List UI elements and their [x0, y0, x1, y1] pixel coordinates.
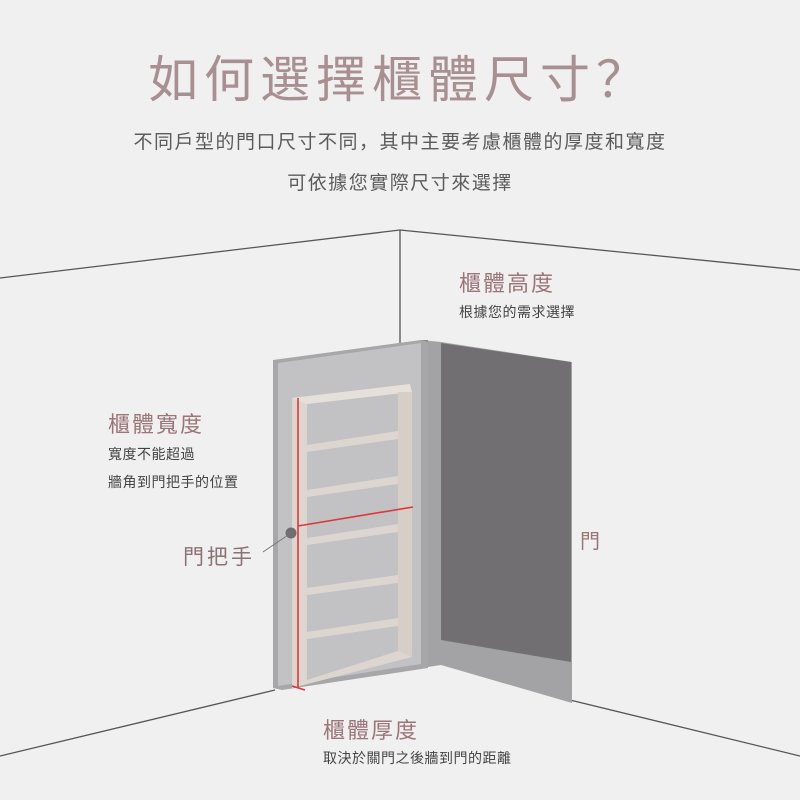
cabinet-depth-desc: 取決於關門之後牆到門的距離: [323, 751, 512, 767]
cabinet-icon: [273, 340, 428, 690]
wall-lines: [0, 229, 800, 757]
door-handle-label: 門把手: [183, 545, 255, 569]
cabinet-depth-title: 櫃體厚度: [323, 719, 420, 744]
cabinet-width-desc-2: 牆角到門把手的位置: [108, 475, 239, 491]
page-title: 如何選擇櫃體尺寸？: [148, 51, 652, 109]
door-handle-icon: [262, 527, 297, 553]
cabinet-width-desc-1: 寬度不能超過: [108, 447, 195, 463]
door-icon: [421, 340, 572, 703]
cabinet-height-desc: 根據您的需求選擇: [459, 305, 575, 321]
cabinet-width-title: 櫃體寬度: [108, 413, 205, 438]
cabinet-width-annotation: 櫃體寬度 寬度不能超過 牆角到門把手的位置: [108, 407, 239, 495]
subtitle-line-1: 不同戶型的門口尺寸不同，其中主要考慮櫃體的厚度和寬度: [133, 131, 667, 153]
cabinet-height-title: 櫃體高度: [459, 272, 556, 297]
measure-line-icon: [291, 398, 414, 691]
door-label: 門: [580, 529, 600, 553]
subtitle-line-2: 可依據您實際尺寸來選擇: [287, 172, 513, 194]
cabinet-height-annotation: 櫃體高度 根據您的需求選擇: [459, 266, 575, 325]
cabinet-depth-annotation: 櫃體厚度 取決於關門之後牆到門的距離: [323, 713, 512, 771]
